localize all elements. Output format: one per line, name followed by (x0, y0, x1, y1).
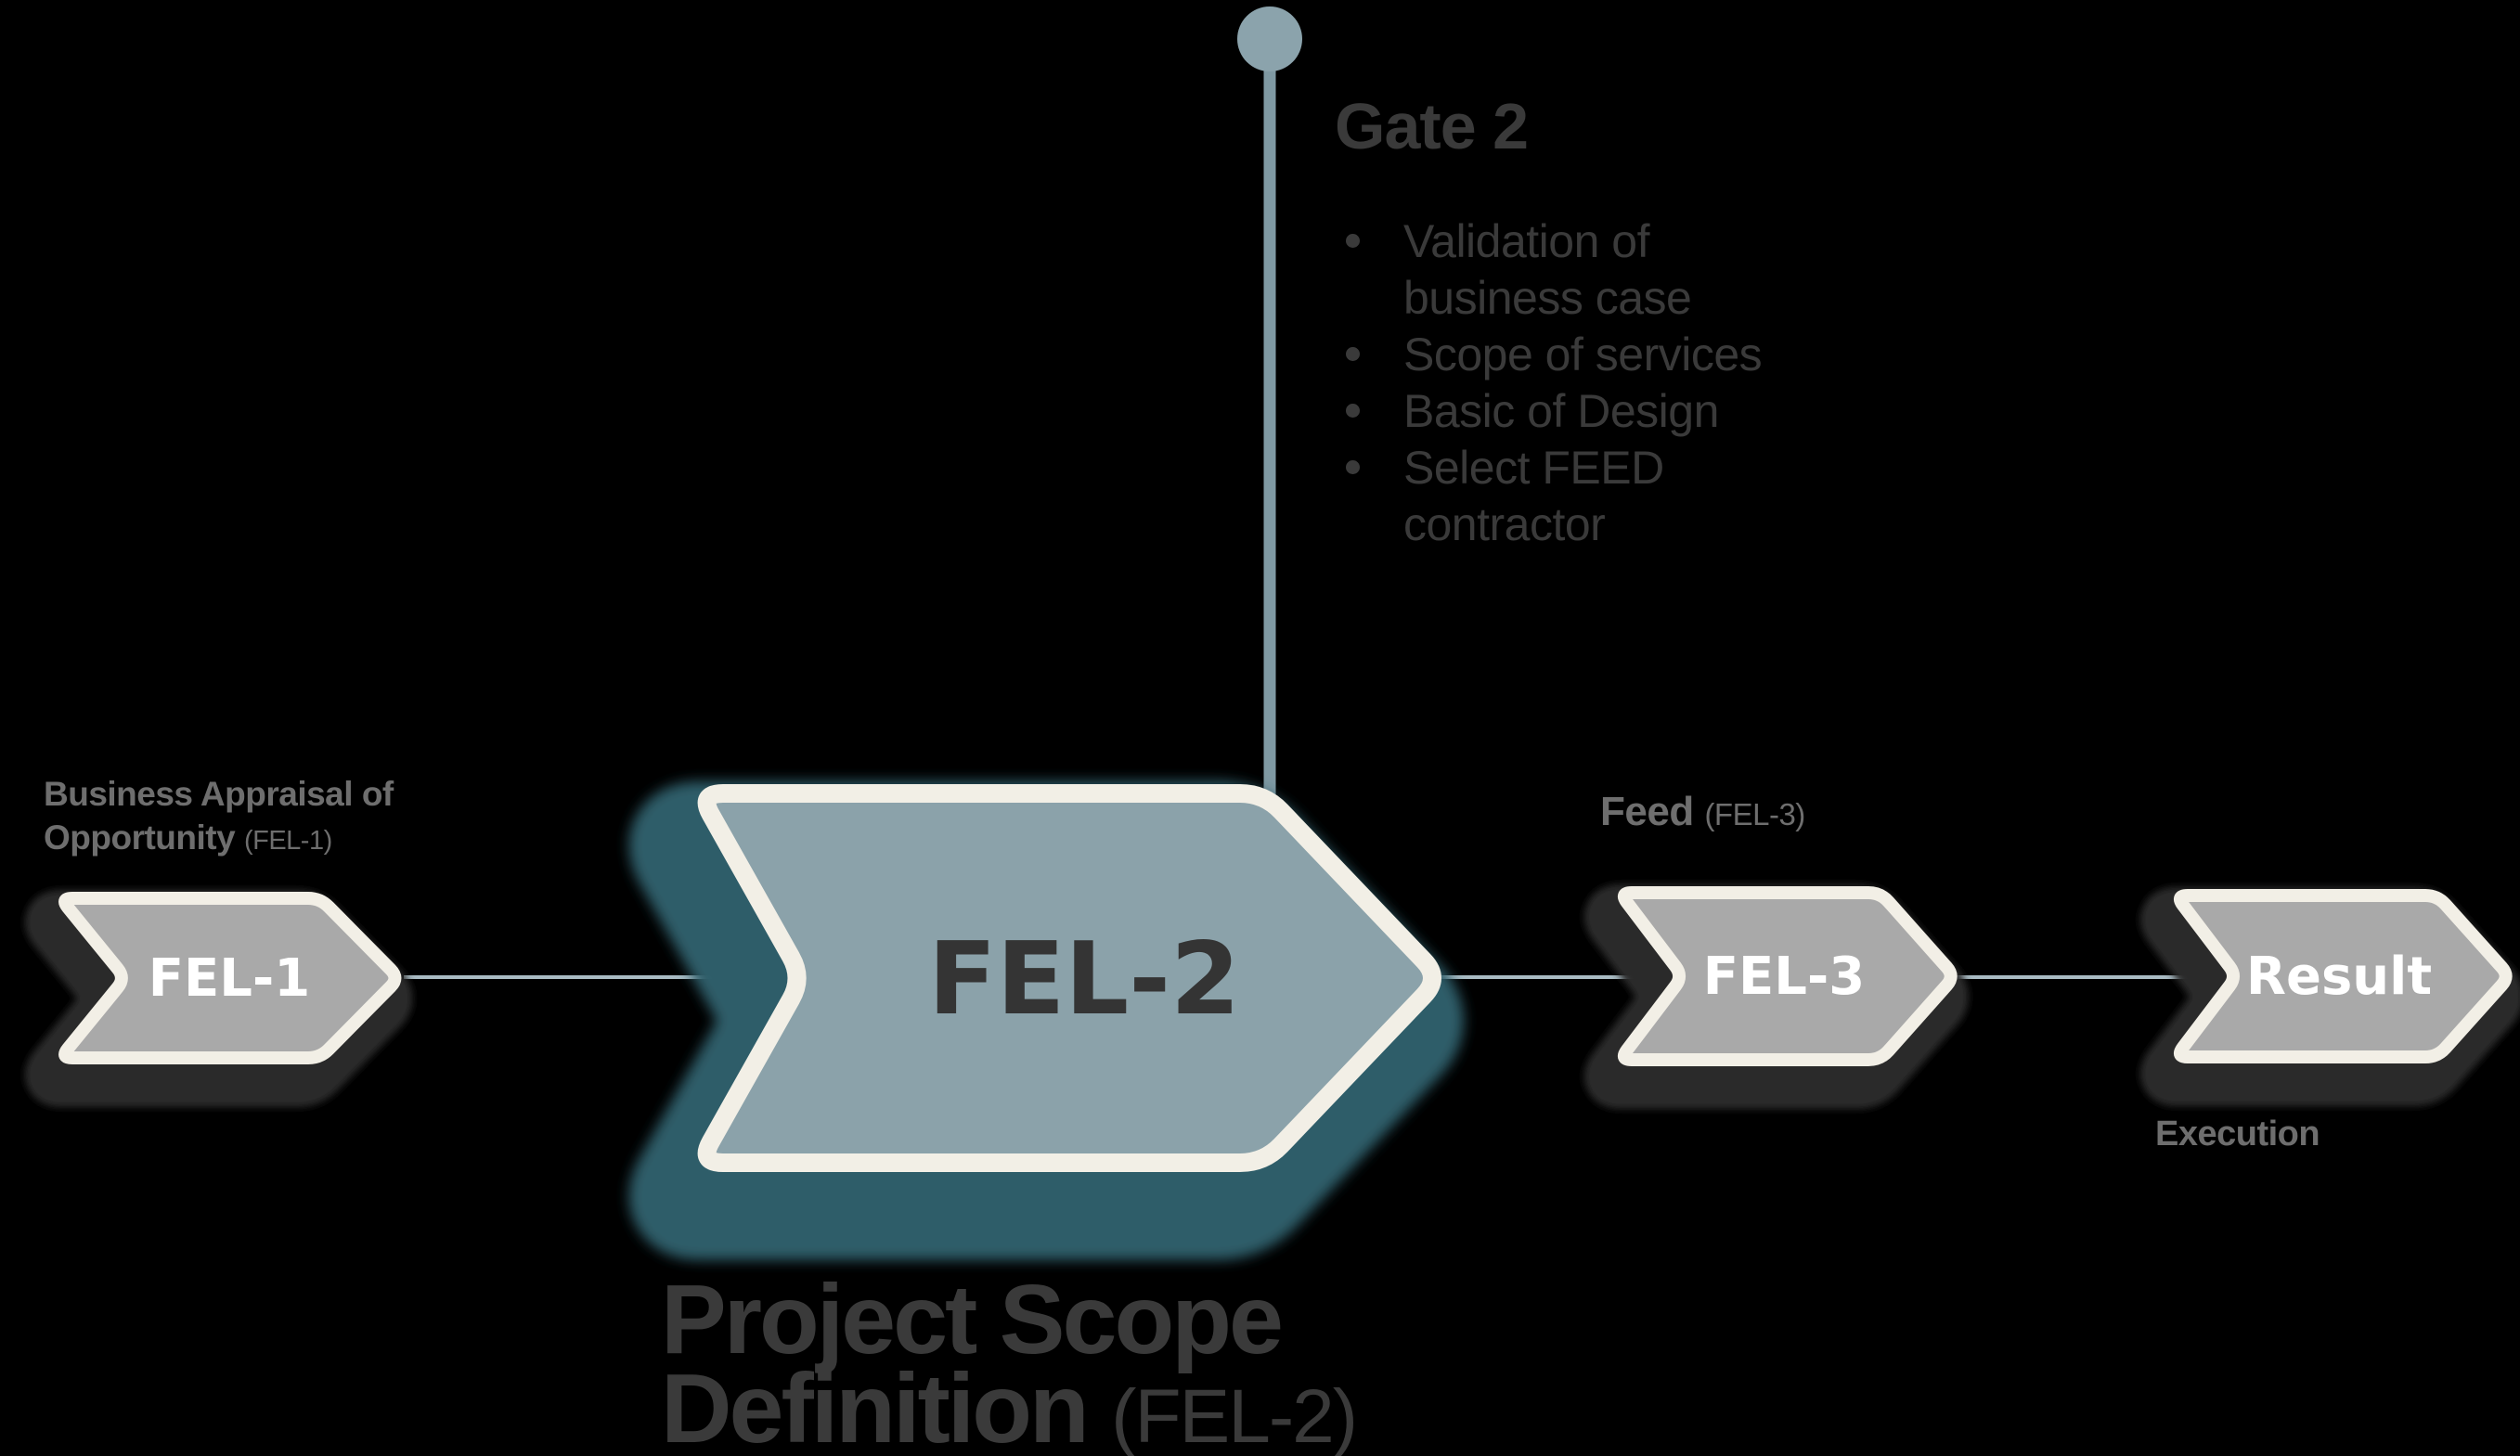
fel2-chevron-shape (697, 784, 1441, 1172)
fel1-chevron-shape (58, 892, 402, 1064)
stage-chevron-fel1: FEL-1 (25, 890, 413, 1107)
gate-checklist-item: Validation of business case (1346, 213, 1840, 327)
fel1-caption-code: (FEL-1) (243, 826, 332, 856)
fel2-chevron-label: FEL-2 (928, 921, 1240, 1037)
gate-checklist-item: Select FEED contractor (1346, 440, 1840, 553)
fel1-chevron-label: FEL-1 (149, 948, 310, 1009)
result-chevron-shape (2174, 889, 2513, 1063)
gate-connector-line (1263, 39, 1276, 832)
fel2-caption-code: (FEL-2) (1111, 1374, 1358, 1456)
result-chevron-label: Result (2246, 947, 2432, 1007)
gate-title: Gate 2 (1335, 90, 1529, 162)
stage-chevron-result: Result (2140, 887, 2520, 1106)
result-stage-caption: Execution (2155, 1115, 2320, 1154)
fel3-caption-code: (FEL-3) (1704, 797, 1805, 831)
gate-checklist: Validation of business case Scope of ser… (1346, 213, 1840, 553)
fel3-chevron-label: FEL-3 (1703, 947, 1865, 1007)
stage-chevron-fel3: FEL-3 (1584, 884, 1969, 1109)
fel3-chevron-shape (1617, 886, 1958, 1066)
fel2-caption-text: Project Scope Definition (661, 1265, 1284, 1456)
gate-marker-dot (1237, 6, 1302, 71)
fel2-stage-caption: Project Scope Definition (FEL-2) (661, 1270, 1441, 1456)
result-caption-text: Execution (2155, 1115, 2320, 1153)
fel1-stage-caption: Business Appraisal of Opportunity (FEL-1… (44, 772, 424, 863)
stage-chevron-fel2: FEL-2 (628, 781, 1464, 1260)
gate-checklist-item: Scope of services (1346, 327, 1840, 383)
fel3-caption-text: Feed (1600, 789, 1694, 834)
fel1-caption-text: Business Appraisal of Opportunity (44, 775, 394, 857)
fel3-stage-caption: Feed (FEL-3) (1600, 789, 1805, 835)
gate-checklist-item: Basic of Design (1346, 383, 1840, 440)
